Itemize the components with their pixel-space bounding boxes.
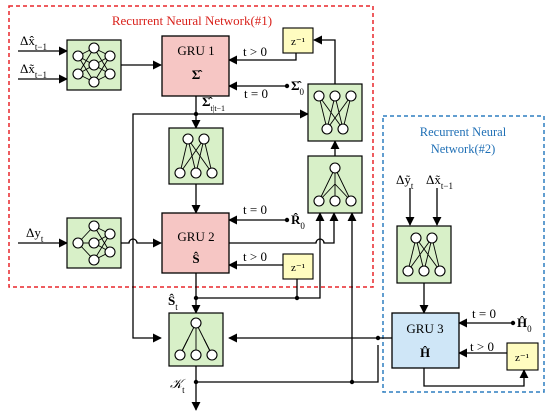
cond-gru2-tgt0: t > 0 — [243, 249, 267, 264]
gru2-block: GRU 2 Ŝ — [161, 212, 230, 274]
r0-dot — [284, 217, 290, 223]
nn-input-2 — [66, 217, 122, 269]
cond-gru3-tgt0: t > 0 — [470, 339, 494, 354]
rnn2-title-line1: Recurrent Neural — [420, 125, 507, 139]
rnn1-region — [8, 5, 374, 288]
delay-gru1: z⁻¹ — [282, 27, 314, 54]
signal-s-t: Ŝt — [168, 293, 178, 312]
nn-right-lower — [307, 155, 363, 214]
sigma0-dot — [284, 83, 290, 89]
delay-gru2-label: z⁻¹ — [291, 262, 305, 274]
delay-gru3: z⁻¹ — [506, 342, 539, 371]
nn-kalman-gain — [168, 312, 224, 367]
input-dx-tilde: Δx̃t−1 — [20, 61, 47, 80]
cond-gru1-teq0: t = 0 — [244, 86, 268, 101]
delay-gru2: z⁻¹ — [282, 253, 314, 280]
input-dx-tilde-2: Δx̃t−1 — [426, 172, 453, 191]
nn-rnn2-input — [396, 225, 452, 284]
nn-middle — [168, 127, 224, 185]
input-dy-tilde: Δỹt — [396, 172, 414, 191]
input-dx-hat: Δx̂t−1 — [20, 33, 47, 52]
wires — [18, 35, 529, 411]
h0-dot — [510, 320, 516, 326]
cond-gru2-teq0: t = 0 — [243, 202, 267, 217]
delay-gru1-label: z⁻¹ — [291, 36, 305, 48]
init-sigma0: Σ̂0 — [291, 78, 305, 97]
rnn1-title: Recurrent Neural Network(#1) — [112, 13, 272, 28]
junctions — [193, 111, 381, 385]
gru1-state: Σ̂ — [192, 67, 203, 82]
signal-sigma-pred: Σ̂t|t−1 — [202, 94, 225, 113]
gru1-name: GRU 1 — [177, 43, 214, 58]
cond-gru1-tgt0: t > 0 — [243, 44, 267, 59]
signal-k-t: 𝒦t — [170, 376, 186, 395]
rnn2-region — [382, 115, 545, 393]
gru3-block: GRU 3 Ĥ — [391, 312, 460, 369]
rnn2-title-line2: Network(#2) — [431, 142, 496, 156]
input-dy: Δyt — [26, 225, 44, 244]
nn-input-1 — [66, 39, 122, 91]
delay-gru3-label: z⁻¹ — [515, 352, 529, 364]
gru3-name: GRU 3 — [406, 321, 443, 336]
init-r0: R̂0 — [291, 212, 305, 231]
gru2-name: GRU 2 — [177, 229, 214, 244]
gru3-state: Ĥ — [420, 345, 430, 360]
init-h0: Ĥ0 — [517, 315, 532, 334]
cond-gru3-teq0: t = 0 — [472, 306, 496, 321]
gru2-state: Ŝ — [192, 251, 199, 266]
nn-right-upper — [307, 83, 363, 142]
gru1-block: GRU 1 Σ̂ — [161, 35, 230, 97]
